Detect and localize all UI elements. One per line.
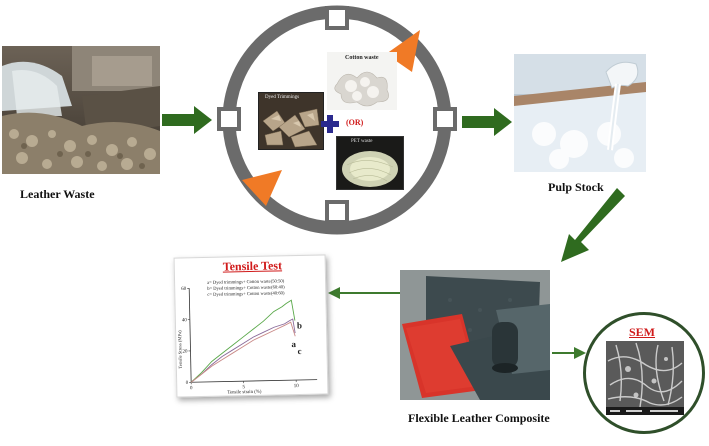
cycle-node-right: [433, 107, 457, 131]
series-line-a: [190, 318, 296, 383]
cotton-waste-label: Cotton waste: [345, 55, 379, 61]
x-axis: [191, 379, 318, 383]
y-tick-label: 60: [181, 287, 187, 292]
sem-micrograph: [606, 341, 684, 415]
dyed-trimmings-photo: Dyed Trimmings: [258, 92, 324, 150]
pet-waste-label: PET waste: [351, 139, 373, 144]
arrow-composite-to-sem: [552, 347, 586, 359]
leather-waste-photo: [2, 46, 160, 174]
cycle-node-top: [325, 6, 349, 30]
arrow-pulp-to-composite: [561, 188, 625, 262]
y-axis-label: Tensile Stress (MPa): [177, 330, 183, 369]
leather-waste-label: Leather Waste: [20, 187, 95, 201]
tensile-test-panel: Tensile Test a= Dyed trimmings+ Cotton w…: [173, 254, 329, 398]
process-cycle-ring: [217, 5, 457, 235]
arrow-leather-to-cycle: [162, 106, 212, 134]
curve-label-b: b: [297, 320, 302, 330]
cycle-arrow-bottom-left: [242, 170, 282, 206]
x-tick-label: 0: [190, 386, 193, 391]
y-axis: [188, 288, 192, 383]
y-tick-label: 20: [182, 350, 188, 355]
plus-icon: [321, 115, 339, 133]
flexible-leather-composite-label: Flexible Leather Composite: [408, 411, 550, 425]
x-tick-label: 5: [242, 385, 245, 390]
cycle-node-bottom: [325, 200, 349, 224]
y-tick-label: 40: [182, 318, 188, 323]
dyed-trimmings-label: Dyed Trimmings: [265, 95, 300, 100]
x-tick-label: 10: [294, 384, 300, 389]
series-line-b: [190, 299, 296, 383]
flexible-leather-composite-photo: [400, 270, 550, 400]
pet-waste-photo: PET waste: [336, 136, 404, 190]
curve-label-c: c: [297, 346, 301, 356]
x-axis-label: Tensile strain (%): [227, 390, 262, 396]
cotton-waste-photo: Cotton waste: [327, 52, 397, 110]
cycle-node-left: [217, 107, 241, 131]
pulp-stock-label: Pulp Stock: [548, 180, 604, 194]
series-line-c: [190, 321, 296, 383]
pulp-stock-photo: [514, 54, 646, 172]
arrow-composite-to-tensile: [328, 287, 400, 299]
arrow-cycle-to-pulp: [462, 108, 512, 136]
sem-label: SEM: [629, 325, 656, 339]
y-tick-label: 0: [186, 381, 189, 386]
or-label: (OR): [346, 118, 364, 127]
cycle-arrow-top-right: [386, 30, 420, 72]
sem-circle: SEM: [583, 312, 705, 434]
curve-label-a: a: [291, 339, 296, 349]
